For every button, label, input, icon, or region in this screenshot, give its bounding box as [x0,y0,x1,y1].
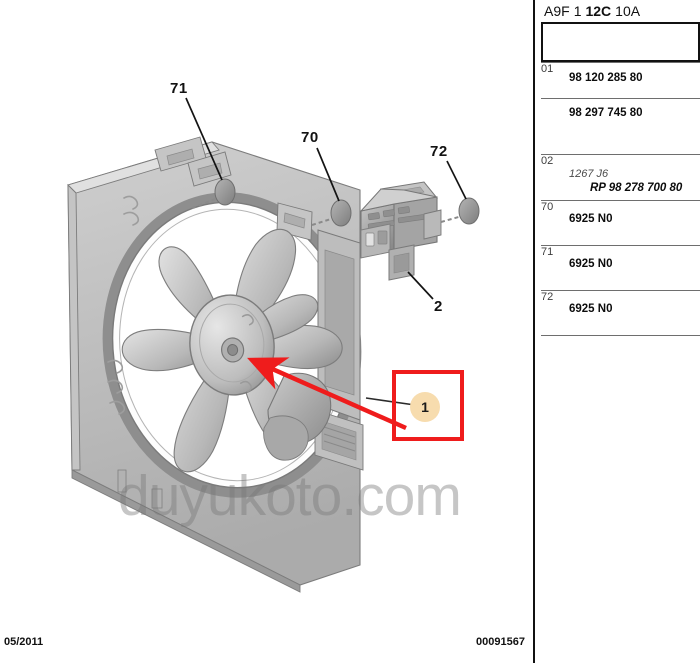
supplier-code: 1267 J6 [569,168,609,180]
header-segment-family: A9F [544,3,570,19]
parts-reference-table: 01 98 120 285 80 98 297 745 80 02 1267 J… [541,62,700,336]
screw-71 [191,178,236,209]
fan-blade-assembly [121,228,343,473]
header-segment-group: 1 [573,3,582,19]
highlight-badge-1: 1 [410,392,440,422]
screw-72 [440,197,480,225]
row-index: 70 [541,200,562,246]
table-row[interactable]: 01 98 120 285 80 [541,62,700,99]
callout-label-70: 70 [301,129,319,146]
row-reference: 6925 N0 [562,245,700,291]
leader-line-71 [185,97,223,181]
screw-70 [311,199,352,227]
watermark: duyukoto.com [118,464,462,528]
row-index [541,98,562,155]
parts-search-box[interactable] [541,22,700,62]
callout-label-72: 72 [430,143,448,160]
reference-number: 98 297 745 80 [569,107,643,119]
leader-line-2 [407,271,434,300]
table-row[interactable]: 71 6925 N0 [541,245,700,291]
parts-reference-panel: A9F 1 12C 10A 01 98 120 285 80 98 297 74… [533,0,700,663]
row-index: 02 [541,154,562,201]
table-row[interactable]: 02 1267 J6 RP 98 278 700 80 [541,154,700,201]
row-index: 71 [541,245,562,291]
reference-number: 98 120 285 80 [569,72,643,84]
table-row[interactable]: 72 6925 N0 [541,290,700,336]
row-reference: 98 120 285 80 [562,62,700,99]
cooling-fan-exploded-diagram [67,97,480,593]
callout-label-71: 71 [170,80,188,97]
callout-label-2: 2 [434,298,443,315]
footer-drawing-code: 00091567 [476,636,525,648]
header-segment-subgroup: 12C [585,3,612,19]
illustration-panel: 71 70 72 2 1 duyukoto.com 05/2011 000915… [4,80,525,648]
leader-line-70 [316,147,340,202]
reference-number: 6925 N0 [569,213,613,225]
row-index: 01 [541,62,562,99]
row-reference: 6925 N0 [562,290,700,336]
row-index: 72 [541,290,562,336]
header-segment-variant: 10A [615,3,641,19]
row-reference: 1267 J6 RP 98 278 700 80 [562,154,700,201]
parts-header-code: A9F 1 12C 10A [535,0,700,22]
red-annotation-arrow [247,357,407,431]
row-reference: 6925 N0 [562,200,700,246]
leader-line-72 [446,160,467,200]
fan-resistor-module [359,181,442,281]
reference-number: 6925 N0 [569,303,613,315]
replacement-reference: RP 98 278 700 80 [590,182,683,194]
reference-number: 6925 N0 [569,258,613,270]
table-row[interactable]: 98 297 745 80 [541,98,700,155]
highlight-box-1 [392,370,464,441]
row-reference: 98 297 745 80 [562,98,700,155]
table-row[interactable]: 70 6925 N0 [541,200,700,246]
footer-date: 05/2011 [4,636,44,648]
